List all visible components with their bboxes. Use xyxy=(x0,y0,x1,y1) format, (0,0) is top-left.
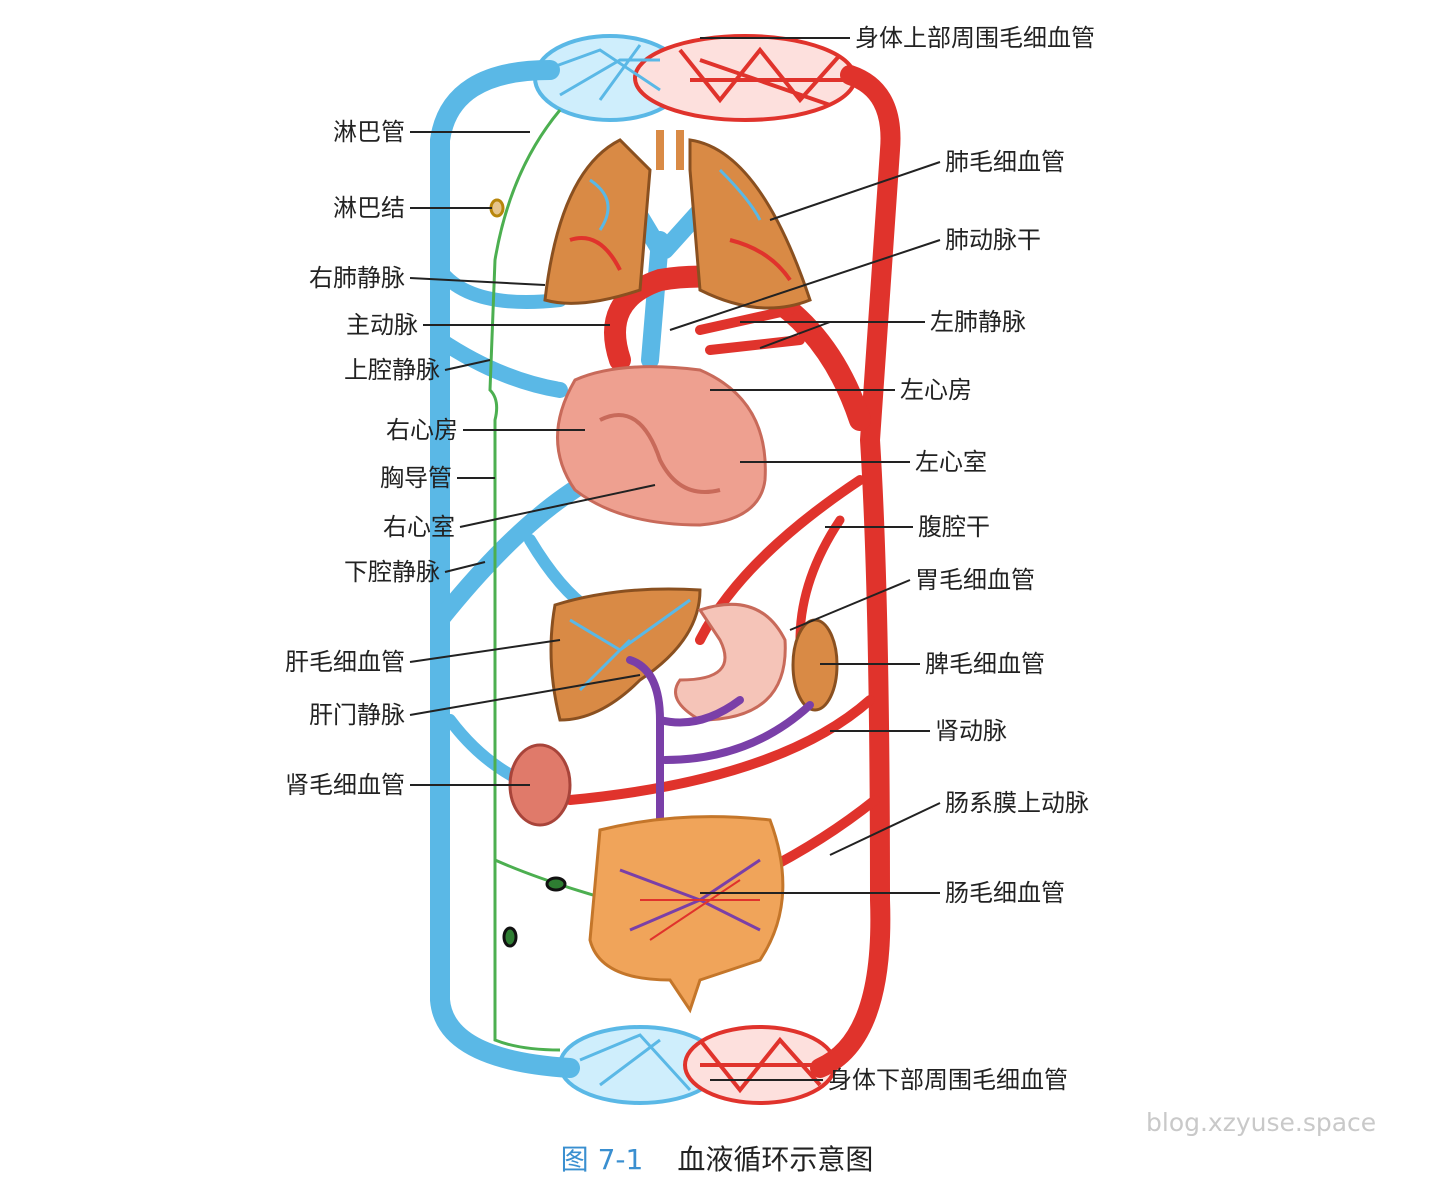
label-kidney-capillaries: 肾毛细血管 xyxy=(285,771,405,799)
label-inferior-vena-cava: 下腔静脉 xyxy=(344,558,440,586)
label-liver-capillaries: 肝毛细血管 xyxy=(285,648,405,676)
label-upper-body-capillaries: 身体上部周围毛细血管 xyxy=(855,24,1095,52)
intestines xyxy=(588,815,785,1014)
label-left-atrium: 左心房 xyxy=(900,376,972,404)
label-lower-body-capillaries: 身体下部周围毛细血管 xyxy=(828,1066,1068,1094)
lungs xyxy=(543,130,812,310)
portal-system xyxy=(626,656,814,884)
venous-system xyxy=(430,60,719,1078)
label-thoracic-duct: 胸导管 xyxy=(380,464,452,492)
label-right-atrium: 右心房 xyxy=(386,416,458,444)
label-superior-mesenteric-artery: 肠系膜上动脉 xyxy=(945,789,1089,817)
heart xyxy=(556,365,767,527)
label-spleen-capillaries: 脾毛细血管 xyxy=(925,650,1045,678)
label-left-pulmonary-vein: 左肺静脉 xyxy=(930,308,1026,336)
label-lymph-node: 淋巴结 xyxy=(333,194,405,222)
label-right-pulmonary-vein: 右肺静脉 xyxy=(309,264,405,292)
label-stomach-capillaries: 胃毛细血管 xyxy=(915,566,1035,594)
label-lung-capillaries: 肺毛细血管 xyxy=(945,148,1065,176)
label-lymphatic-vessel: 淋巴管 xyxy=(333,118,405,146)
label-superior-vena-cava: 上腔静脉 xyxy=(344,356,440,384)
label-hepatic-portal-vein: 肝门静脉 xyxy=(309,701,405,729)
label-celiac-trunk: 腹腔干 xyxy=(918,513,990,541)
arterial-system xyxy=(565,65,901,1078)
figure-caption: 图 7-1 血液循环示意图 xyxy=(0,1138,1434,1178)
label-renal-artery: 肾动脉 xyxy=(935,717,1007,745)
label-aorta: 主动脉 xyxy=(346,311,418,339)
figure-title: 血液循环示意图 xyxy=(677,1143,874,1176)
label-left-ventricle: 左心室 xyxy=(915,448,987,476)
label-right-ventricle: 右心室 xyxy=(383,513,455,541)
capillary-bed-lower xyxy=(558,1025,837,1105)
capillary-bed-upper xyxy=(533,34,857,122)
leader-lines xyxy=(409,37,941,1081)
label-pulmonary-trunk: 肺动脉干 xyxy=(945,226,1041,254)
liver xyxy=(549,587,702,722)
label-intestine-capillaries: 肠毛细血管 xyxy=(945,879,1065,907)
watermark: blog.xzyuse.space xyxy=(1146,1108,1377,1137)
figure-number: 图 7-1 xyxy=(560,1143,644,1176)
